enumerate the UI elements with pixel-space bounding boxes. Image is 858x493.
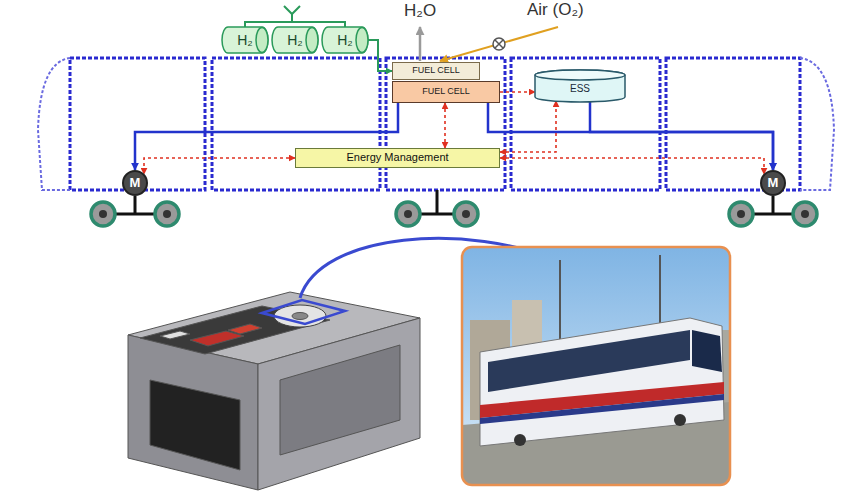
node-text: M <box>768 176 779 190</box>
tank-body <box>322 27 368 53</box>
controller-box <box>190 331 244 346</box>
train-nose <box>800 58 834 190</box>
train-outline <box>70 58 800 190</box>
inlet-label: Air (O₂) <box>527 1 584 20</box>
tram-photo <box>488 330 690 392</box>
node-text: FUEL CELL <box>422 87 470 96</box>
energy-storage-cylinder: ESS <box>535 70 625 102</box>
tank-cap <box>306 28 318 53</box>
train-nose <box>38 58 70 190</box>
controller-box <box>258 318 420 490</box>
control-signal <box>500 91 535 93</box>
energy-management-box: Energy Management <box>295 148 500 168</box>
wheels <box>454 202 478 226</box>
train-outline <box>666 58 800 190</box>
hydrogen-tank: H₂ <box>322 27 368 53</box>
control-signal <box>500 101 556 152</box>
tank-cap <box>256 28 268 53</box>
wheel-hubs <box>801 210 809 218</box>
tram-photo <box>480 394 724 424</box>
fuel-cell-stack: FUEL CELL <box>392 62 480 80</box>
wheel-hubs <box>163 210 171 218</box>
tram-photo <box>514 434 526 446</box>
controller-box <box>160 331 190 339</box>
wheels <box>91 202 115 226</box>
cylinder-top <box>535 70 625 80</box>
controller-box <box>228 324 262 334</box>
photo-frame <box>462 247 730 485</box>
hydrogen-line <box>368 40 392 71</box>
node-text: H₂ <box>287 33 303 48</box>
controller-box <box>292 313 308 320</box>
node-text: FUEL CELL <box>412 66 460 75</box>
water-outlet <box>419 27 422 61</box>
power-line <box>488 103 773 170</box>
train-outline <box>212 58 380 190</box>
tank-body <box>272 27 318 53</box>
air-inlet <box>493 38 505 50</box>
tram-photo <box>462 247 730 485</box>
node-text: H₂ <box>237 33 253 48</box>
air-inlet <box>440 27 558 61</box>
wheel-hubs <box>462 210 470 218</box>
power-line <box>590 102 773 170</box>
wheels <box>396 202 420 226</box>
motor-circle: M <box>760 170 786 196</box>
wheel-hubs <box>404 210 412 218</box>
air-inlet <box>440 27 558 61</box>
wheels <box>729 202 753 226</box>
tank-body <box>222 27 268 53</box>
wheel-hubs <box>99 210 107 218</box>
control-signal <box>500 158 764 174</box>
node-text: M <box>130 176 141 190</box>
highlight-arrow <box>262 300 345 324</box>
wheel-hubs <box>99 210 809 218</box>
hydrogen-manifold <box>245 6 345 27</box>
hydrogen-tank: H₂ <box>222 27 268 53</box>
train-nose <box>38 58 834 190</box>
air-inlet <box>495 40 503 48</box>
controller-box <box>140 306 330 354</box>
control-signal <box>144 158 295 174</box>
water-outlet <box>420 27 421 61</box>
controller-box <box>280 345 400 455</box>
cylinder-body <box>535 70 625 102</box>
bogie-axles <box>134 196 137 214</box>
fuel-cell-box: FUEL CELL <box>392 81 500 103</box>
motor-circle: M <box>122 170 148 196</box>
tram-photo <box>674 414 686 426</box>
train-outline <box>511 58 660 190</box>
hydrogen-manifold <box>284 6 300 14</box>
wheels <box>793 202 817 226</box>
controller-box <box>128 335 258 490</box>
bogie-axles <box>436 190 439 214</box>
controller-box <box>128 292 420 490</box>
tram-photo <box>462 247 730 485</box>
wheel-hubs <box>737 210 745 218</box>
node-text: ESS <box>570 78 590 95</box>
control-signal <box>444 103 446 148</box>
tram-photo <box>692 330 722 372</box>
outlet-label: H₂O <box>404 2 436 21</box>
tank-cap <box>356 28 368 53</box>
hydrogen-tank: H₂ <box>272 27 318 53</box>
wheels <box>155 202 179 226</box>
node-text: H₂ <box>337 33 353 48</box>
tram-photo <box>480 318 724 446</box>
node-text: Energy Management <box>346 152 448 164</box>
bogie-axles <box>772 196 775 214</box>
wheels <box>91 202 817 226</box>
controller-box <box>150 380 240 470</box>
